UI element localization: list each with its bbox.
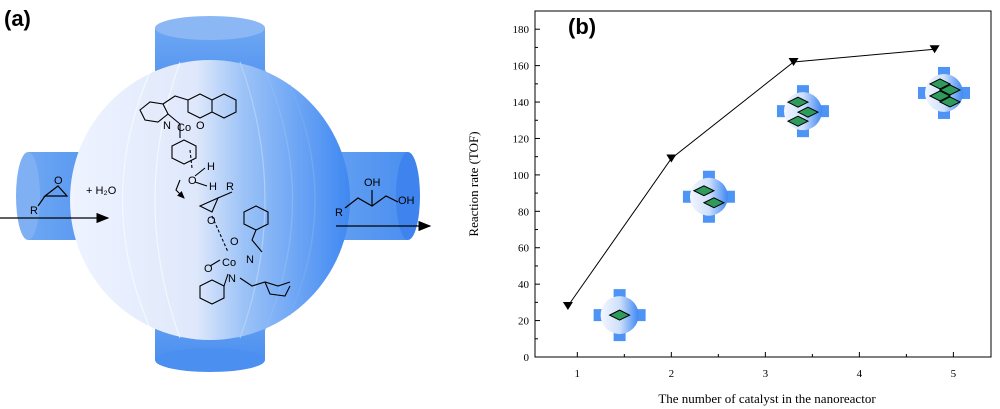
inset-nanoreactor-2 — [776, 85, 829, 138]
product-r-group: R — [335, 207, 343, 219]
inset-catalyst-3-2 — [928, 90, 952, 102]
inset-cyl-right-0 — [635, 309, 646, 322]
product-oh-top: OH — [364, 177, 381, 189]
inset-catalyst-3-1 — [938, 84, 962, 96]
inset-cyl-left-0 — [593, 309, 604, 322]
panel-a-label: (a) — [4, 6, 31, 31]
inset-catalyst-3-3 — [938, 96, 962, 108]
inset-cyl-top-1 — [702, 170, 715, 181]
inset-cyl-top-2 — [796, 85, 809, 96]
water-reagent: + H₂O — [86, 185, 117, 197]
epoxide-oxygen: O — [207, 215, 216, 227]
reactant-oxygen: O — [54, 175, 63, 187]
hydroxide-oxygen: O — [188, 175, 197, 187]
inset-cyl-left-3 — [917, 86, 928, 99]
series-line — [567, 48, 935, 307]
y-axis-ticks: 0 20 40 60 80 100 120 140 160 180 — [513, 24, 540, 364]
diol-product: OH OH R — [335, 177, 415, 219]
data-point-2 — [788, 57, 799, 66]
inset-nanoreactor-1 — [682, 170, 735, 223]
nanoreactor-insets — [593, 66, 970, 342]
inset-cyl-right-3 — [959, 86, 970, 99]
inset-sphere-1 — [689, 177, 728, 216]
hydroxide-hydrogen: H — [207, 161, 215, 173]
reaction-rate-chart: (b) 0 20 40 60 80 100 120 140 160 180 1 2 3 4 5 The n… — [466, 10, 992, 406]
inset-cyl-bottom-1 — [702, 212, 715, 223]
inset-catalyst-1-0 — [692, 185, 716, 197]
x-tick-label-4: 5 — [951, 368, 957, 380]
y-tick-label-1: 20 — [518, 316, 530, 328]
hydroxide-bridge — [175, 149, 208, 199]
product-oh-right: OH — [398, 195, 415, 207]
inset-cyl-left-2 — [776, 105, 787, 118]
epoxide-r-group: R — [226, 181, 234, 193]
inset-catalyst-1-1 — [702, 197, 726, 209]
x-axis-ticks: 1 2 3 4 5 — [575, 352, 957, 380]
x-axis-title: The number of catalyst in the nanoreacto… — [658, 391, 876, 406]
y-tick-label-4: 80 — [518, 206, 530, 218]
inset-catalyst-2-1 — [796, 106, 820, 118]
nitrogen-top: N — [163, 120, 171, 132]
y-tick-label-0: 0 — [524, 352, 530, 364]
oxygen-bottom-2: O — [204, 263, 213, 275]
inset-nanoreactor-0 — [593, 289, 646, 342]
nanoreactor-sphere — [70, 60, 350, 340]
inset-catalyst-3-0 — [928, 78, 952, 90]
inset-catalyst-2-0 — [786, 96, 810, 108]
data-point-3 — [929, 45, 940, 54]
cobalt-bottom: Co — [222, 257, 236, 269]
y-axis-title: Reaction rate (TOF) — [466, 131, 481, 236]
x-tick-label-1: 2 — [669, 368, 675, 380]
x-tick-label-0: 1 — [575, 368, 581, 380]
inset-cyl-top-0 — [613, 289, 626, 300]
inset-cyl-left-1 — [682, 190, 693, 203]
inset-cyl-bottom-0 — [613, 331, 626, 342]
nitrogen-bottom-1: N — [246, 254, 254, 266]
inset-cyl-right-2 — [818, 105, 829, 118]
data-point-1 — [666, 154, 677, 163]
y-tick-label-6: 120 — [513, 133, 530, 145]
y-tick-label-9: 180 — [513, 24, 530, 36]
y-tick-label-7: 140 — [513, 97, 530, 109]
x-tick-label-3: 4 — [857, 368, 863, 380]
nanoreactor-illustration: (a) — [0, 6, 432, 372]
x-tick-label-2: 3 — [763, 368, 769, 380]
hydroxide-hydrogen-2: H — [209, 181, 217, 193]
inset-catalyst-0-0 — [608, 309, 631, 321]
epoxide-reactant: O R — [30, 175, 69, 217]
inset-cyl-bottom-3 — [937, 108, 950, 119]
reactant-r-group: R — [30, 205, 38, 217]
inset-cyl-right-1 — [724, 190, 735, 203]
y-tick-label-2: 40 — [518, 279, 530, 291]
series-points — [562, 45, 940, 311]
inset-cyl-top-3 — [937, 66, 950, 77]
data-point-0 — [562, 302, 573, 311]
y-tick-label-8: 160 — [513, 61, 530, 73]
nitrogen-bottom-2: N — [228, 273, 236, 285]
cobalt-top: Co — [177, 122, 191, 134]
inset-nanoreactor-3 — [917, 66, 970, 119]
oxygen-bottom-1: O — [230, 236, 239, 248]
y-tick-label-5: 100 — [513, 170, 530, 182]
inset-catalyst-2-2 — [786, 115, 810, 127]
catalyst-complex-bottom — [199, 205, 291, 305]
y-tick-label-3: 60 — [518, 243, 530, 255]
plot-frame — [534, 10, 992, 358]
catalyst-complex-top — [139, 93, 237, 165]
inset-cyl-bottom-2 — [796, 127, 809, 138]
oxygen-top: O — [196, 120, 205, 132]
series-line-group — [567, 48, 935, 307]
activated-epoxide — [198, 191, 233, 253]
panel-b-label: (b) — [568, 14, 596, 39]
